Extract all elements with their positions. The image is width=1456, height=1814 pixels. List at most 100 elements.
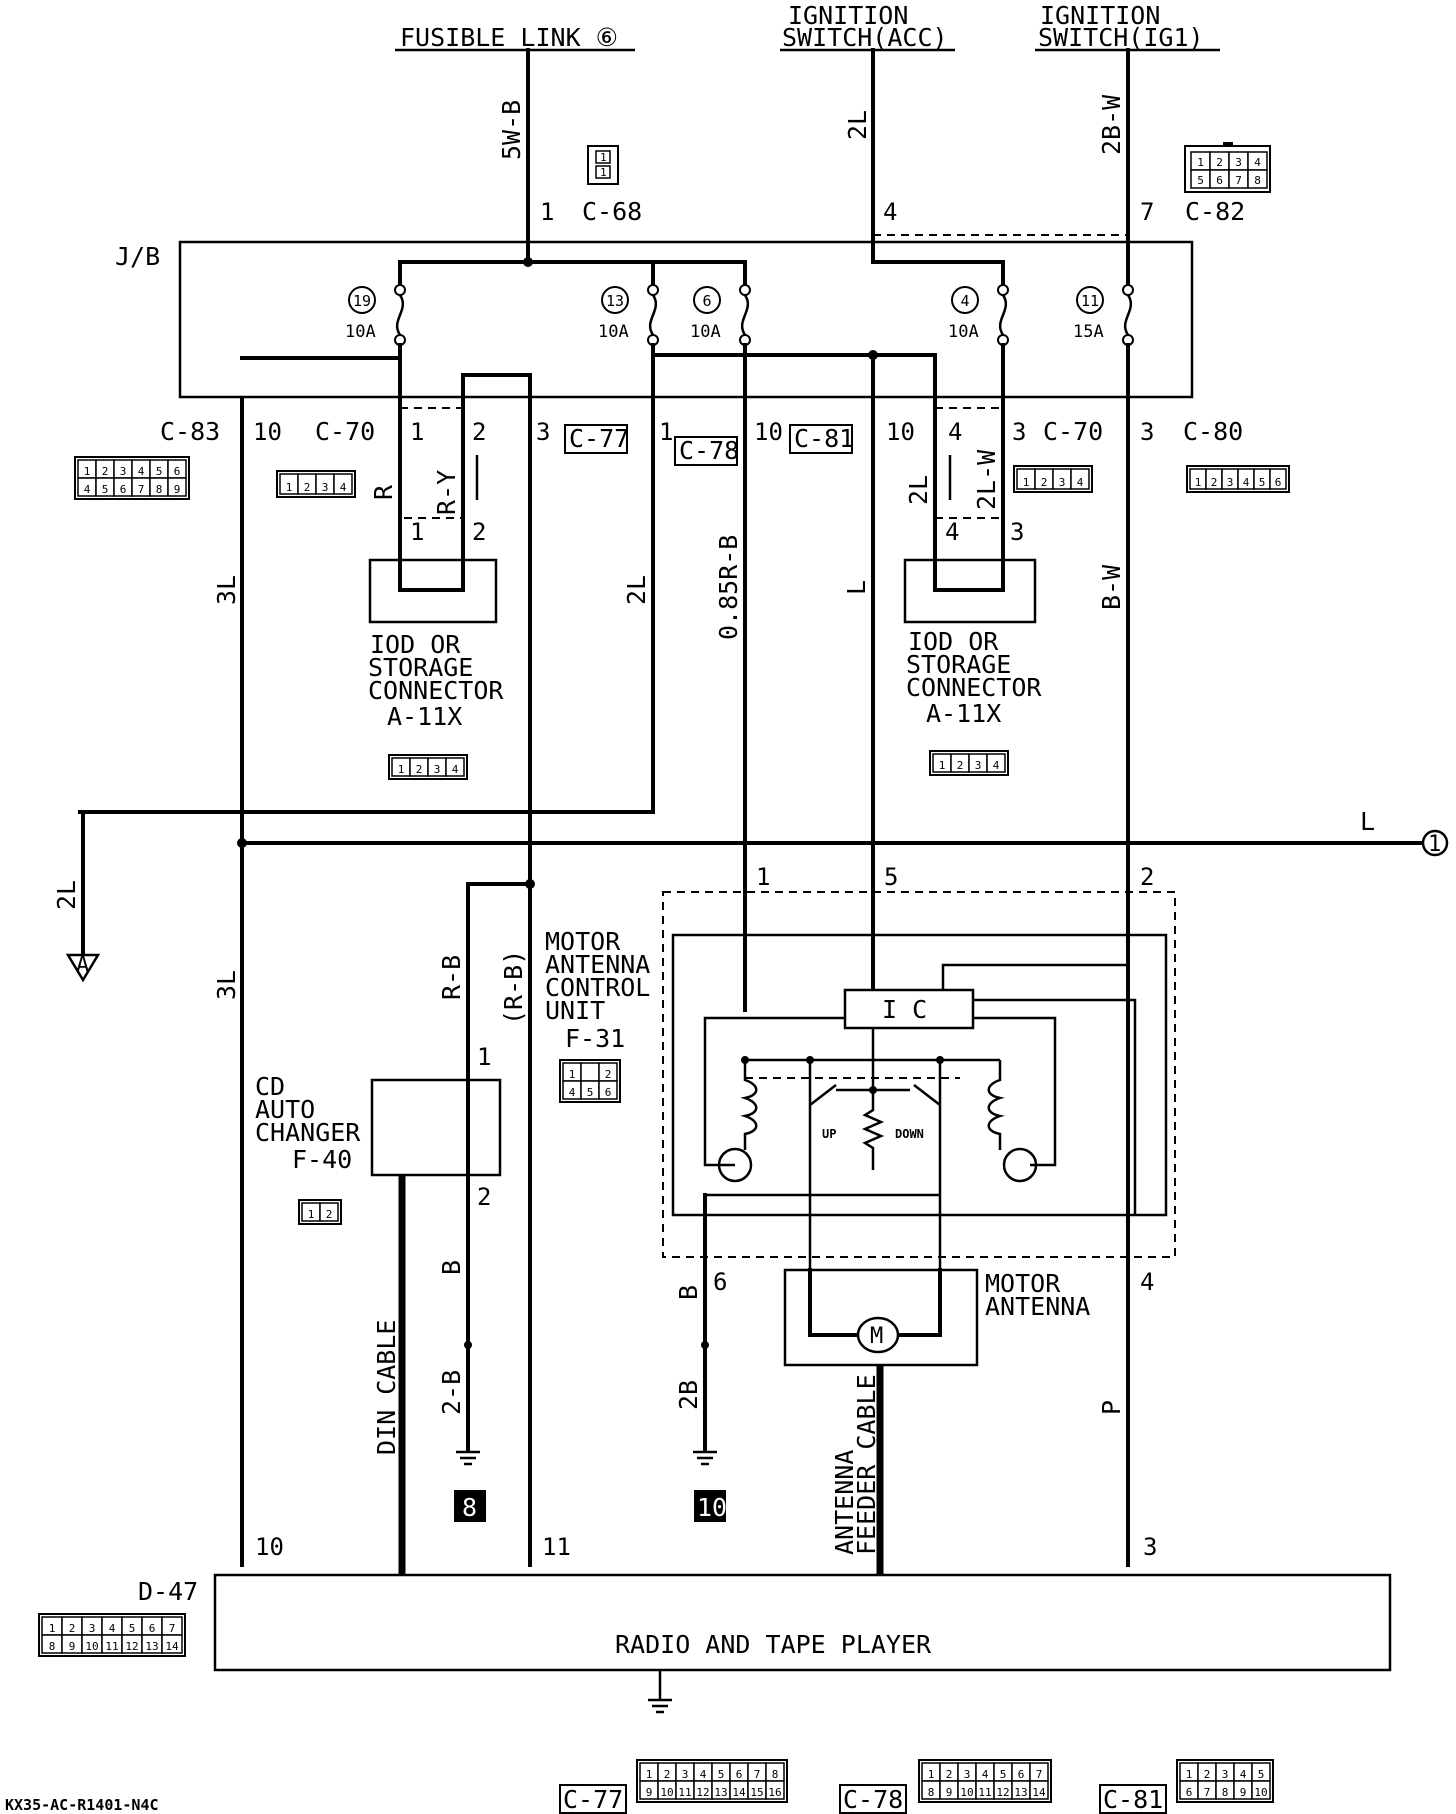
antenna-unit-line2: ANTENNA — [545, 950, 650, 979]
c77cells-pin: 4 — [700, 1768, 707, 1781]
wire-label-l-right: L — [1360, 807, 1375, 836]
c83cells-pin: 5 — [156, 465, 163, 478]
ic-label: I C — [882, 995, 927, 1024]
fuse-rating-3: 10A — [948, 322, 979, 342]
c80cells-pin: 1 — [1195, 476, 1202, 489]
c77cells-pin: 7 — [754, 1768, 761, 1781]
iod2-short — [933, 558, 1005, 592]
jb-label: J/B — [115, 242, 160, 271]
f31cells-pin: 1 — [569, 1068, 576, 1081]
ground-10-icon — [693, 1450, 717, 1466]
connector-c83: C-83 — [160, 417, 220, 446]
c70rightcells-pin: 4 — [1077, 476, 1084, 489]
antenna-unit-inner — [671, 933, 1168, 1217]
c83cells-pin: 4 — [84, 483, 91, 496]
c70rightcells-pin: 3 — [1059, 476, 1066, 489]
c83cells-pin: 6 — [174, 465, 181, 478]
pin-c83-10: 10 — [253, 418, 282, 446]
ground-8-label: 8 — [462, 1493, 477, 1522]
c81cells-pin: 2 — [1204, 1768, 1211, 1781]
c77cells-pin: 14 — [732, 1786, 746, 1799]
c82-pin: 4 — [1254, 156, 1261, 169]
wire-label-2l-left: 2L — [52, 880, 81, 910]
fuse-number-0: 19 — [353, 292, 371, 310]
connector-f40: F-40 — [292, 1145, 352, 1174]
acc-label-2: SWITCH(ACC) — [782, 23, 948, 52]
ic-out-left — [703, 1016, 845, 1167]
motor-antenna-line2: ANTENNA — [985, 1292, 1090, 1321]
d47cells-pin: 12 — [125, 1640, 138, 1653]
connector-a11x-left: A-11X — [387, 702, 462, 731]
c83cells-pin: 8 — [156, 483, 163, 496]
c78cells-pin: 14 — [1032, 1786, 1046, 1799]
c80cells-pin: 2 — [1211, 476, 1218, 489]
antenna-unit-line4: UNIT — [545, 996, 605, 1025]
iod1-line2: STORAGE — [368, 653, 473, 682]
c80cells-pin: 3 — [1227, 476, 1234, 489]
c82-pin: 5 — [1197, 174, 1204, 187]
c70rightcells-pin: 1 — [1023, 476, 1030, 489]
c81cells-pin: 3 — [1222, 1768, 1229, 1781]
d47cells-pin: 2 — [69, 1622, 76, 1635]
d47cells-pin: 13 — [145, 1640, 158, 1653]
c77cells-pin: 8 — [772, 1768, 779, 1781]
pin-c82-7: 7 — [1140, 198, 1154, 226]
coil-left — [740, 1060, 758, 1150]
connector-c68: C-68 — [582, 197, 642, 226]
c81cells-pin: 5 — [1258, 1768, 1265, 1781]
pin-c70b-3: 3 — [1012, 418, 1026, 446]
c68-connector-icon: 1 1 — [587, 145, 619, 185]
wire-label-r: R — [369, 484, 398, 500]
pin-c70-3: 3 — [536, 418, 550, 446]
c78cells-pin: 13 — [1014, 1786, 1027, 1799]
c83cells-pin: 5 — [102, 483, 109, 496]
label-up: UP — [822, 1127, 836, 1141]
c81cells-pin: 1 — [1186, 1768, 1193, 1781]
cd-pin-1: 1 — [477, 1043, 491, 1071]
ground-8-badge — [454, 1490, 486, 1522]
wire-label-l: L — [842, 580, 871, 595]
iod1-line1: IOD OR — [370, 630, 461, 659]
c77-box-top: C-77 — [564, 424, 629, 454]
cd-changer-box — [370, 1078, 502, 1177]
c77-box-top-label: C-77 — [569, 424, 629, 453]
d47cells-pin: 4 — [109, 1622, 116, 1635]
resistor — [861, 1090, 885, 1170]
c83cells-pin: 7 — [138, 483, 145, 496]
iod2-line1: IOD OR — [908, 627, 999, 656]
antenna-unit-line3: CONTROL — [545, 973, 650, 1002]
wire-label-b: B — [437, 1260, 466, 1275]
ig1-label-1: IGNITION — [1040, 1, 1160, 30]
c83cells-pin: 2 — [102, 465, 109, 478]
c81-footer-label: C-81 — [1103, 1785, 1163, 1814]
c78-footer: C-78 — [839, 1784, 907, 1814]
din-cable-label: DIN CABLE — [372, 1320, 401, 1455]
d47cells-pin: 1 — [49, 1622, 56, 1635]
unit-pin-5: 5 — [884, 863, 898, 891]
c78cells-pin: 10 — [960, 1786, 973, 1799]
c78-box-top-label: C-78 — [679, 436, 739, 465]
iod2-dashed — [934, 407, 1004, 519]
connector-a11x-right: A-11X — [926, 699, 1001, 728]
c81cells-pin: 7 — [1204, 1786, 1211, 1799]
c78cells-pin: 4 — [982, 1768, 989, 1781]
cd-line2: AUTO — [255, 1095, 315, 1124]
wire-label-b6: B — [674, 1285, 703, 1300]
coil-right — [987, 1060, 1005, 1150]
iod1-short — [398, 558, 465, 592]
junction-block — [178, 240, 1194, 399]
c68-pin-b: 1 — [600, 166, 607, 179]
unit-pin-2: 2 — [1140, 863, 1154, 891]
wire-label-rb-paren: (R-B) — [499, 950, 528, 1025]
fuse-rating-1: 10A — [598, 322, 629, 342]
ground-8-icon — [456, 1450, 480, 1466]
